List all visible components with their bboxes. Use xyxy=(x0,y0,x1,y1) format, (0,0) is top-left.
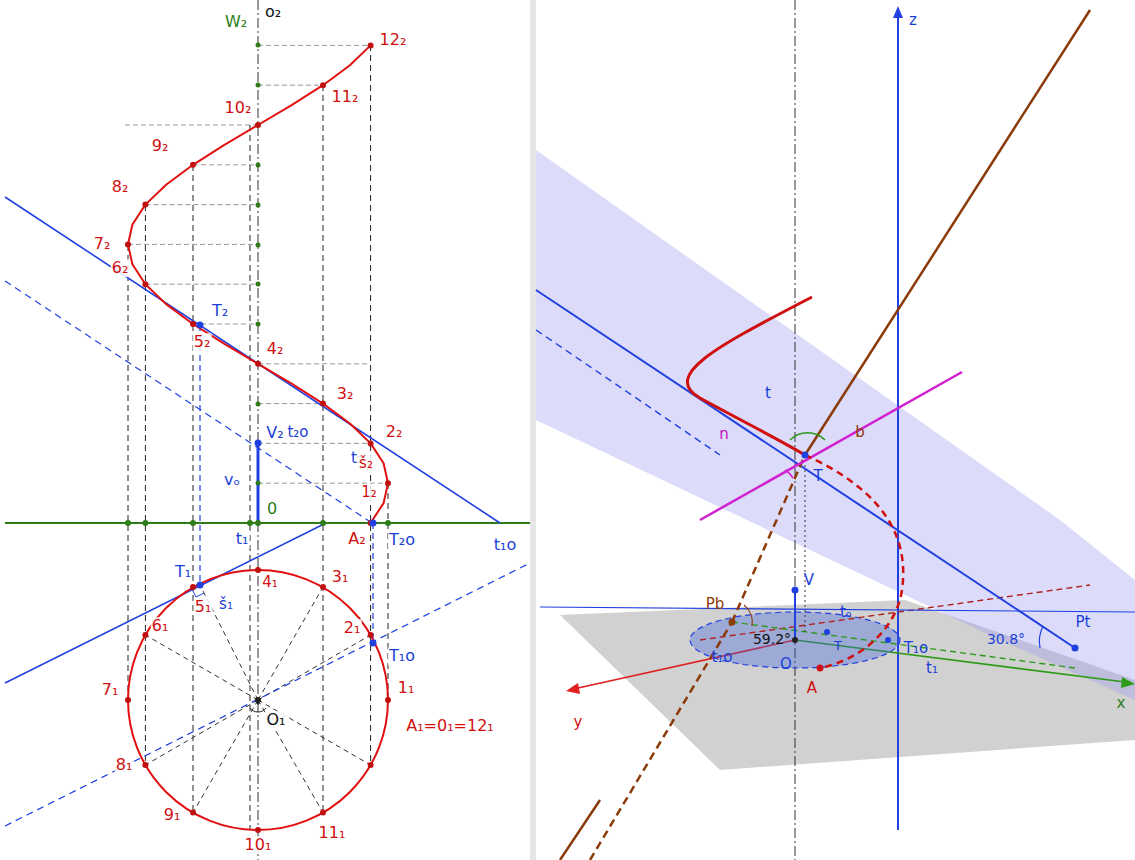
point-label: 2₂ xyxy=(385,423,404,441)
point-label: 4₂ xyxy=(266,340,285,358)
point-label: 3₂ xyxy=(336,385,355,403)
view-label: z xyxy=(908,12,918,29)
axonometric-view xyxy=(536,0,1135,860)
point-label: T₁o xyxy=(388,647,416,665)
point-label: š₁ xyxy=(218,596,234,613)
view-label: tₒ xyxy=(839,604,853,621)
point-label: 1₂ xyxy=(360,484,378,501)
point-label: V₂ xyxy=(265,424,284,442)
monge-projection xyxy=(5,0,530,860)
point-label: 2₁ xyxy=(343,619,362,637)
point-label: O₁ xyxy=(265,711,286,729)
view-label: T xyxy=(812,468,823,485)
point-label: 12₂ xyxy=(379,31,408,49)
view-label: t xyxy=(764,385,772,402)
point-label: T₁ xyxy=(174,563,192,581)
point-label: 1₁ xyxy=(397,679,416,697)
point-label: 8₁ xyxy=(115,756,134,774)
point-label: t₁ xyxy=(235,530,250,548)
view-label: Pb xyxy=(705,596,726,613)
view-label: O xyxy=(779,656,793,673)
view-label: T xyxy=(833,639,843,653)
point-label: W₂ xyxy=(224,13,248,31)
point-label: 6₂ xyxy=(111,259,130,277)
point-label: 5₂ xyxy=(193,333,212,351)
view-label: t₁ xyxy=(925,660,939,677)
view-label: 30.8° xyxy=(986,632,1026,647)
point-label: 6₁ xyxy=(151,617,170,635)
point-label: 4₁ xyxy=(261,574,279,591)
point-label: 10₂ xyxy=(224,99,253,117)
view-label: b xyxy=(854,424,866,441)
view-label: V xyxy=(803,572,815,589)
point-label: 9₁ xyxy=(163,806,182,824)
point-label: vₒ xyxy=(223,471,241,489)
panel-divider xyxy=(530,0,536,860)
point-label: 0 xyxy=(266,500,278,518)
view-label: x xyxy=(1116,695,1127,712)
point-label: 8₂ xyxy=(111,178,130,196)
point-label: A₁=0₁=12₁ xyxy=(405,717,495,735)
point-label: o₂ xyxy=(264,3,282,21)
point-label: T₂o xyxy=(388,531,416,549)
view-label: t₁o xyxy=(710,649,733,666)
view-label: A xyxy=(806,680,818,697)
point-label: T₂ xyxy=(211,302,229,320)
point-label: š₂ xyxy=(358,455,374,472)
point-label: 11₁ xyxy=(318,824,347,842)
point-label: 11₂ xyxy=(331,88,360,106)
view-label: n xyxy=(718,426,730,443)
view-label: y xyxy=(573,714,584,731)
point-label: t₂o xyxy=(286,424,309,441)
point-label: t₁o xyxy=(493,536,517,554)
view-label: Pt xyxy=(1075,614,1092,631)
point-label: 10₁ xyxy=(244,836,273,854)
view-label: T₁o xyxy=(903,640,929,657)
point-label: 3₁ xyxy=(331,568,350,586)
point-label: 7₁ xyxy=(101,681,120,699)
point-label: 7₂ xyxy=(93,235,112,253)
view-label: 59.2° xyxy=(752,632,792,647)
point-label: 9₂ xyxy=(151,137,170,155)
point-label: 5₁ xyxy=(194,598,213,616)
point-label: A₂ xyxy=(347,530,366,548)
